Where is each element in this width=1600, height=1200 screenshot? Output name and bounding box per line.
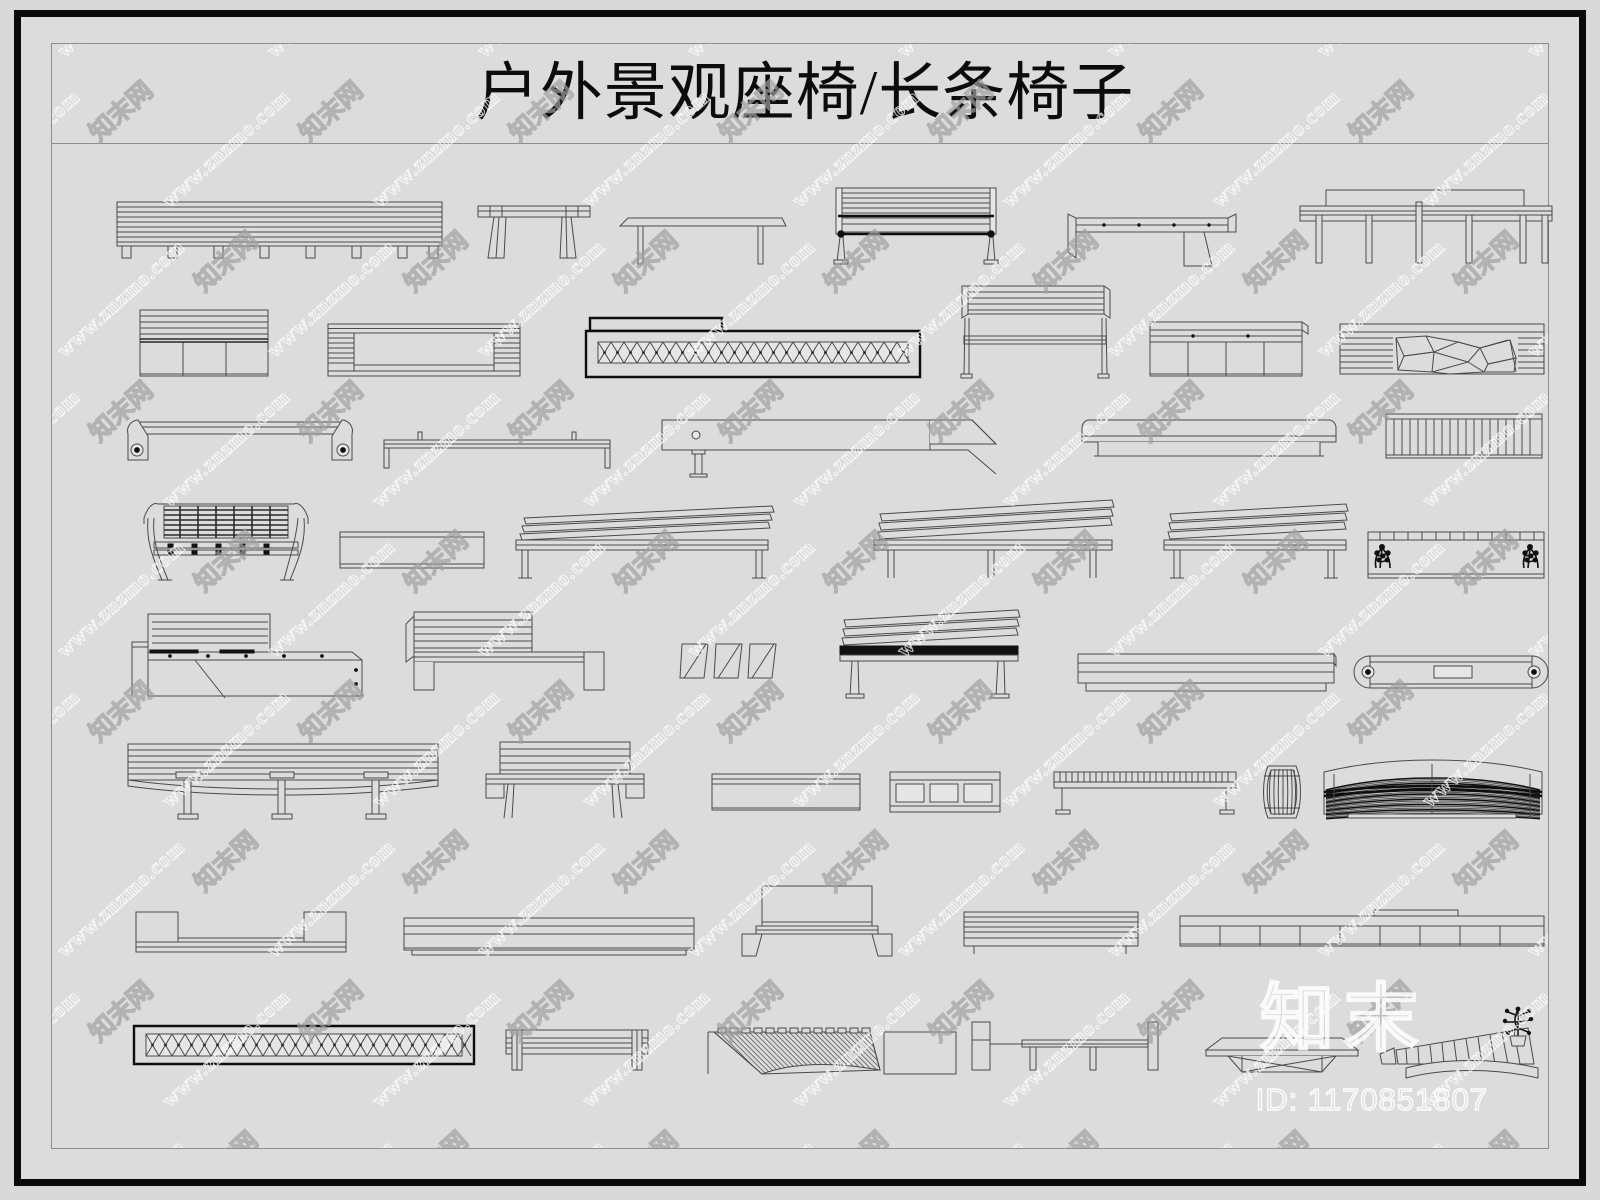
figure-planter-bench	[1366, 528, 1546, 584]
figure-chair-with-back-splay-legs	[740, 884, 894, 960]
figure-three-panel-modules	[678, 638, 782, 684]
figure-panel-bench-divided-base	[138, 308, 272, 380]
figure-ornate-curved-leg-bench	[140, 496, 312, 582]
figure-open-frame-slat-bench	[326, 322, 522, 378]
figure-simple-slab-bench	[710, 772, 862, 816]
figure-long-segmented-bench	[1178, 908, 1546, 956]
plant-left	[1375, 545, 1390, 569]
figure-heavy-park-bench-dark-seat	[838, 606, 1026, 700]
drawing-frame-outer: 户外景观座椅/长条椅子	[14, 10, 1586, 1186]
drawing-frame-inner: 户外景观座椅/长条椅子	[51, 43, 1549, 1149]
figure-plain-box-bench	[338, 530, 486, 572]
figure-long-slat-bench-multi-leg	[116, 200, 456, 262]
figure-long-slat-bench-truss-legs	[126, 742, 442, 822]
figure-bench-back-side-arms	[484, 740, 646, 822]
figure-l-bench-with-back-b	[398, 610, 608, 696]
figure-tapered-slab-bench	[1078, 416, 1340, 464]
figure-truss-support-bench	[1204, 1034, 1360, 1076]
figure-crazy-paving-bench	[1338, 322, 1546, 378]
figure-round-end-bench	[124, 416, 356, 470]
figure-hatched-curved-bench	[694, 1022, 958, 1076]
figure-post-and-rail-bench	[970, 1020, 1162, 1074]
figure-park-bench-backrest-dark	[834, 186, 1004, 266]
figure-fine-slat-bench-long	[1052, 770, 1238, 816]
figure-slat-bench-angled-back-b	[872, 496, 1120, 582]
figure-short-stool-splay-leg	[476, 204, 594, 264]
drawing-canvas	[52, 144, 1548, 1148]
figure-slat-bench-low-back	[962, 910, 1140, 958]
figure-ramp-end-bench	[660, 408, 998, 480]
figure-curved-dense-slat-bench	[1320, 754, 1546, 824]
figure-layered-slab-bench	[402, 916, 696, 958]
figure-round-end-plate-bench	[1356, 652, 1546, 696]
figure-slat-bench-angled-back-a	[514, 500, 782, 582]
sheet-title: 户外景观座椅/长条椅子	[475, 58, 1135, 128]
figure-lattice-deck-bench	[132, 1024, 476, 1070]
figure-l-shape-cantilever-bench	[1064, 210, 1240, 272]
tree-planter-icon	[1502, 1006, 1534, 1046]
site-logo-watermark: 知末	[1259, 978, 1428, 1062]
figure-long-table-frame-bench	[1298, 188, 1556, 268]
figure-slat-bench-end-posts	[504, 1028, 650, 1074]
figure-lattice-diamond-bench	[584, 316, 922, 382]
figure-slat-bench-angled-back-c	[1162, 498, 1354, 582]
figure-fan-taper-bench-planter	[1378, 1006, 1546, 1082]
figure-step-bench-two-blocks	[134, 910, 348, 958]
plant-right	[1523, 545, 1538, 569]
figure-storage-bench-drawers	[888, 770, 1002, 816]
asset-id-watermark: ID: 1170851807	[1255, 1081, 1488, 1117]
figure-long-slab-bench-plinth	[1076, 652, 1338, 694]
figure-tall-back-bench-thin-legs	[960, 284, 1110, 380]
figure-barrel-stool	[1258, 762, 1306, 822]
figure-vertical-slat-panel-bench	[1384, 412, 1544, 464]
figure-solid-bench-three-panel-base	[1148, 320, 1310, 380]
title-block: 户外景观座椅/长条椅子	[52, 44, 1548, 144]
figure-thin-bench-two-post	[382, 422, 612, 470]
figure-plain-table-bench	[618, 210, 788, 266]
figure-l-bench-with-back-a	[130, 612, 366, 700]
